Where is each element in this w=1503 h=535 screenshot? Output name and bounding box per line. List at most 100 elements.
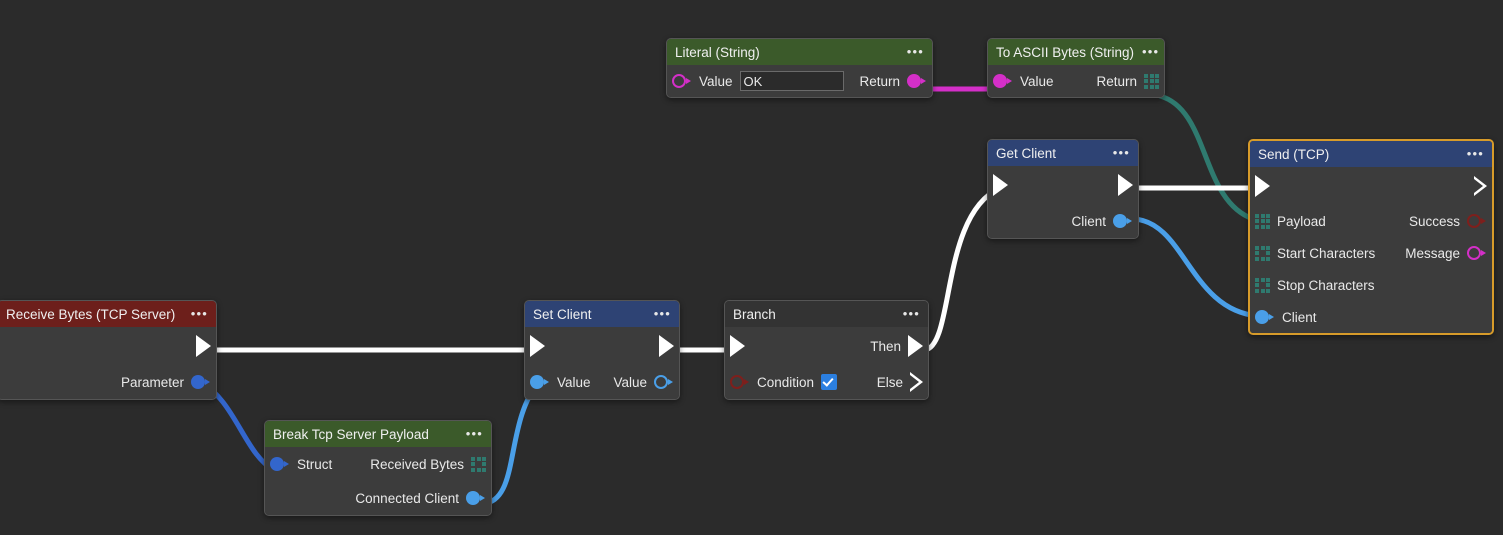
node-body: Payload Success Start Characters: [1250, 167, 1492, 333]
port-out-message[interactable]: [1467, 246, 1487, 260]
node-menu-icon[interactable]: •••: [1466, 146, 1484, 161]
port-in-stop-characters-array-icon[interactable]: [1255, 277, 1270, 293]
node-body: Client: [988, 166, 1138, 238]
label-parameter-output: Parameter: [120, 374, 184, 390]
label-connected-client-output: Connected Client: [355, 490, 459, 506]
node-title-bar[interactable]: Set Client •••: [525, 301, 679, 327]
node-title-bar[interactable]: Branch •••: [725, 301, 928, 327]
node-menu-icon[interactable]: •••: [1142, 44, 1160, 59]
node-title-label: Set Client: [533, 306, 592, 322]
label-received-bytes-output: Received Bytes: [370, 456, 464, 472]
port-out-connected-client[interactable]: [466, 491, 486, 505]
label-client-output: Client: [1071, 213, 1106, 229]
row-connected-client: Connected Client: [265, 481, 491, 515]
row-payload-success: Payload Success: [1250, 205, 1492, 237]
port-out-return[interactable]: [907, 74, 927, 88]
row-exec: [0, 327, 216, 365]
row-parameter: Parameter: [0, 365, 216, 399]
label-return-output: Return: [859, 73, 900, 89]
node-menu-icon[interactable]: •••: [1112, 145, 1130, 160]
port-in-value[interactable]: [672, 74, 692, 88]
row-client: Client: [988, 204, 1138, 238]
node-title-bar[interactable]: Send (TCP) •••: [1250, 141, 1492, 167]
node-title-label: Receive Bytes (TCP Server): [6, 306, 176, 322]
node-title-label: Branch: [733, 306, 776, 322]
node-body: Then Condition Else: [725, 327, 928, 399]
row-struct-received-bytes: Struct Received Bytes: [265, 447, 491, 481]
node-title-bar[interactable]: Get Client •••: [988, 140, 1138, 166]
port-out-exec[interactable]: [1474, 176, 1487, 196]
node-menu-icon[interactable]: •••: [465, 426, 483, 441]
port-in-client[interactable]: [1255, 310, 1275, 324]
label-value-output: Value: [613, 374, 647, 390]
row-value: Value Return: [667, 65, 932, 97]
port-out-value[interactable]: [654, 375, 674, 389]
port-out-received-bytes-array-icon[interactable]: [471, 456, 486, 472]
row-exec: [988, 166, 1138, 204]
node-menu-icon[interactable]: •••: [902, 306, 920, 321]
row-stop-characters: Stop Characters: [1250, 269, 1492, 301]
port-in-start-characters-array-icon[interactable]: [1255, 245, 1270, 261]
node-body: Value Value: [525, 327, 679, 399]
port-in-struct[interactable]: [270, 457, 290, 471]
port-in-value[interactable]: [530, 375, 550, 389]
wire-ascii-to-payload: [1157, 93, 1256, 222]
node-break-tcp-server-payload[interactable]: Break Tcp Server Payload ••• Struct Rece…: [264, 420, 492, 516]
port-out-then[interactable]: [908, 335, 923, 357]
wire-getclient-send-client: [1131, 216, 1261, 319]
port-in-exec[interactable]: [993, 174, 1008, 196]
row-value: Value Return: [988, 65, 1164, 97]
port-in-exec[interactable]: [1255, 175, 1270, 197]
row-client: Client: [1250, 301, 1492, 333]
row-exec: [525, 327, 679, 365]
port-out-parameter[interactable]: [191, 375, 211, 389]
node-body: Struct Received Bytes Connected Client: [265, 447, 491, 515]
node-send-tcp[interactable]: Send (TCP) ••• Payload: [1248, 139, 1494, 335]
node-menu-icon[interactable]: •••: [906, 44, 924, 59]
row-value: Value Value: [525, 365, 679, 399]
node-title-bar[interactable]: To ASCII Bytes (String) •••: [988, 39, 1164, 65]
node-receive-bytes-tcp-server[interactable]: Receive Bytes (TCP Server) ••• Parameter: [0, 300, 217, 400]
label-condition-input: Condition: [757, 374, 815, 390]
port-out-success[interactable]: [1467, 214, 1487, 228]
port-in-condition[interactable]: [730, 375, 750, 389]
node-to-ascii-bytes[interactable]: To ASCII Bytes (String) ••• Value Return: [987, 38, 1165, 98]
port-out-else[interactable]: [910, 372, 923, 392]
node-get-client[interactable]: Get Client ••• Client: [987, 139, 1139, 239]
node-branch[interactable]: Branch ••• Then Condition: [724, 300, 929, 400]
node-set-client[interactable]: Set Client ••• Value: [524, 300, 680, 400]
port-out-exec[interactable]: [1118, 174, 1133, 196]
row-exec-then: Then: [725, 327, 928, 365]
port-out-exec[interactable]: [196, 335, 211, 357]
port-out-client[interactable]: [1113, 214, 1133, 228]
label-then-output: Then: [870, 338, 901, 354]
node-title-label: Get Client: [996, 145, 1057, 161]
node-title-bar[interactable]: Break Tcp Server Payload •••: [265, 421, 491, 447]
node-literal-string[interactable]: Literal (String) ••• Value Return: [666, 38, 933, 98]
label-value-input: Value: [699, 73, 733, 89]
label-client-input: Client: [1282, 309, 1317, 325]
port-in-value[interactable]: [993, 74, 1013, 88]
label-else-output: Else: [876, 374, 903, 390]
label-value-input: Value: [1020, 73, 1054, 89]
label-payload-input: Payload: [1277, 213, 1326, 229]
label-message-output: Message: [1405, 245, 1460, 261]
node-body: Parameter: [0, 327, 216, 399]
value-text-input[interactable]: [739, 71, 844, 91]
node-title-label: Literal (String): [675, 44, 760, 60]
node-title-label: To ASCII Bytes (String): [996, 44, 1135, 60]
port-out-return-array-icon[interactable]: [1144, 73, 1159, 89]
port-in-payload-array-icon[interactable]: [1255, 213, 1270, 229]
node-title-bar[interactable]: Literal (String) •••: [667, 39, 932, 65]
node-menu-icon[interactable]: •••: [653, 306, 671, 321]
port-in-exec[interactable]: [730, 335, 745, 357]
port-in-exec[interactable]: [530, 335, 545, 357]
port-out-exec[interactable]: [659, 335, 674, 357]
node-body: Value Return: [988, 65, 1164, 97]
label-struct-input: Struct: [297, 456, 333, 472]
node-title-bar[interactable]: Receive Bytes (TCP Server) •••: [0, 301, 216, 327]
label-return-output: Return: [1096, 73, 1137, 89]
condition-checkbox[interactable]: [821, 374, 838, 390]
node-menu-icon[interactable]: •••: [190, 306, 208, 321]
